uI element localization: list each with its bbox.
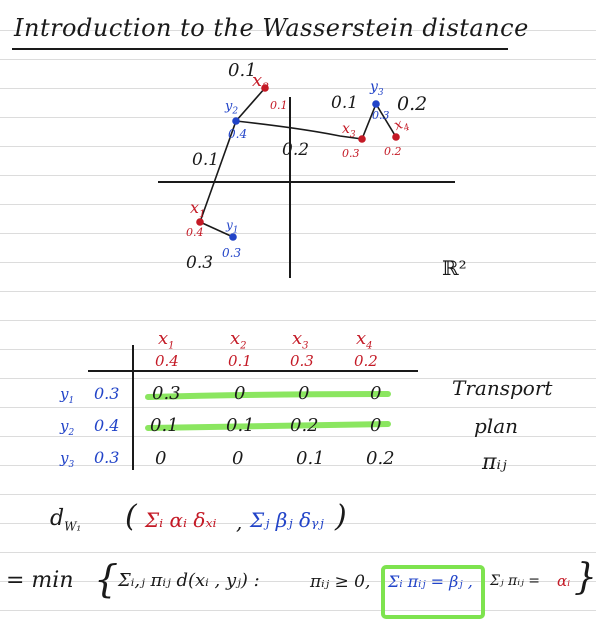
formula-sum-beta: Σⱼ βⱼ δᵧⱼ (250, 508, 324, 532)
cell-y1-x2: 0 (234, 383, 246, 404)
mass-y1: 0.3 (222, 246, 242, 260)
row-label-y3: y3 (60, 449, 75, 470)
label-y1: y1 (226, 218, 239, 236)
cell-y3-x2: 0 (232, 448, 244, 469)
flow-line-x2-y2 (235, 87, 266, 122)
row-mass-y2: 0.4 (94, 416, 120, 435)
col-header-x2: x2 (230, 328, 247, 352)
mass-x4: 0.2 (384, 145, 402, 158)
label-x3: x3 (342, 121, 356, 140)
cell-y3-x3: 0.1 (296, 448, 325, 469)
row-label-y2: y2 (60, 417, 75, 438)
cell-y1-x4: 0 (370, 383, 382, 404)
cell-y2-x1: 0.1 (150, 415, 179, 436)
highlight-row-y2 (145, 421, 391, 431)
row-mass-y3: 0.3 (94, 448, 120, 467)
point-y1 (229, 233, 237, 241)
mass-y2: 0.4 (228, 127, 248, 141)
flow-line-x1-y2 (199, 120, 237, 223)
page-title: Introduction to the Wasserstein distance (14, 14, 529, 42)
flow-weight-x4-y3: 0.2 (397, 93, 428, 115)
flow-line-x3-y3 (361, 103, 377, 140)
point-x3 (358, 135, 366, 143)
col-mass-x3: 0.3 (290, 352, 314, 370)
formula-brace-open: { (94, 557, 119, 601)
formula-sum-alpha: Σᵢ αᵢ δₓᵢ (145, 508, 217, 532)
cell-y1-x1: 0.3 (152, 383, 181, 404)
side-note-pi: πᵢⱼ (482, 450, 507, 475)
formula-comma: , (236, 510, 243, 534)
formula-nonneg: πᵢⱼ ≥ 0, (310, 572, 371, 592)
label-y3: y3 (370, 79, 384, 98)
flow-weight-x1-y1: 0.3 (186, 253, 214, 273)
formula-constraint-alpha-lhs: Σⱼ πᵢⱼ = (490, 573, 540, 589)
label-x2: x2 (252, 70, 270, 94)
cell-y2-x2: 0.1 (226, 415, 255, 436)
flow-weight-x2-y2: 0.1 (228, 60, 257, 81)
mass-y3: 0.3 (372, 109, 390, 122)
side-note-transport: Transport (452, 376, 553, 400)
mass-x3: 0.3 (342, 147, 360, 160)
row-mass-y1: 0.3 (94, 384, 120, 403)
row-label-y1: y1 (60, 385, 75, 406)
cell-y1-x3: 0 (298, 383, 310, 404)
formula-open-paren: ( (125, 499, 137, 534)
point-y3 (372, 100, 380, 108)
space-label-r2: ℝ² (442, 256, 467, 280)
cell-y3-x4: 0.2 (366, 448, 395, 469)
constraint-highlight-box (381, 565, 485, 619)
point-x4 (392, 133, 400, 141)
point-y2 (232, 117, 240, 125)
point-x2 (261, 84, 269, 92)
col-header-x1: x1 (158, 328, 175, 352)
flow-line-x4-y3 (375, 103, 397, 138)
mass-x2: 0.1 (270, 99, 288, 112)
flow-weight-x3-y2: 0.2 (282, 140, 310, 160)
cell-y3-x1: 0 (155, 448, 167, 469)
formula-constraint-beta: Σᵢ πᵢⱼ = βⱼ , (388, 572, 473, 591)
label-y2: y2 (225, 99, 239, 117)
formula-constraint-alpha-rhs: αᵢ (557, 572, 571, 590)
formula-objective: Σᵢ,ⱼ πᵢⱼ d(xᵢ , yⱼ) : (118, 570, 260, 591)
side-note-plan: plan (474, 414, 519, 438)
mass-x1: 0.4 (186, 226, 204, 239)
formula-eq-min: = min (6, 568, 74, 593)
col-mass-x1: 0.4 (155, 352, 179, 370)
col-mass-x4: 0.2 (354, 352, 378, 370)
cell-y2-x3: 0.2 (290, 415, 319, 436)
col-mass-x2: 0.1 (228, 352, 252, 370)
title-underline (12, 48, 508, 50)
formula-brace-close: } (574, 557, 596, 598)
flow-line-x3-y2 (235, 120, 363, 140)
formula-close-paren: ) (335, 499, 347, 534)
flow-weight-x1-y2: 0.1 (192, 150, 220, 170)
flow-line-x1-y1 (199, 221, 234, 238)
point-x1 (196, 218, 204, 226)
formula-d: dW₁ (50, 506, 82, 534)
col-header-x3: x3 (292, 328, 309, 352)
highlight-row-y1 (145, 391, 391, 400)
col-header-x4: x4 (356, 328, 373, 352)
flow-weight-x3-y3: 0.1 (331, 93, 359, 113)
cell-y2-x4: 0 (370, 415, 382, 436)
label-x1: x1 (190, 198, 206, 221)
